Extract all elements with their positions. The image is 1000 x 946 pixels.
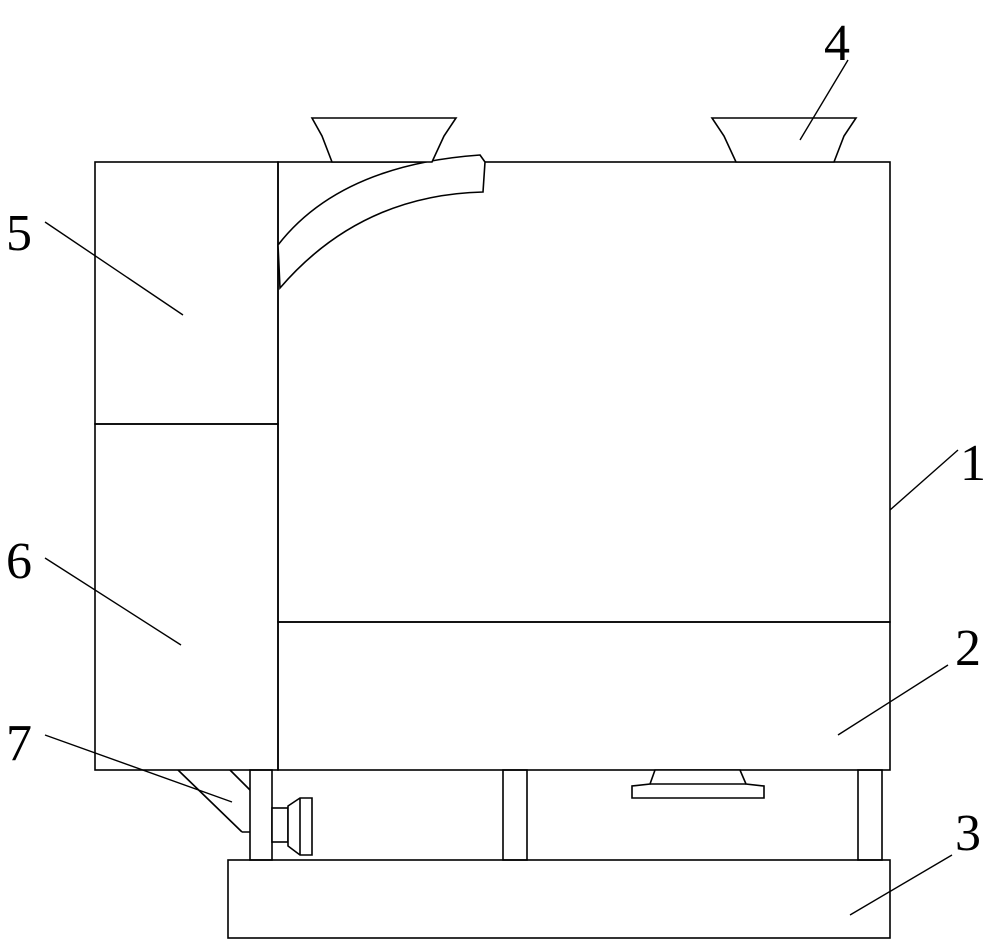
callout-6: 6 [6, 533, 32, 590]
leader-6 [44, 557, 182, 646]
side-lower-box [94, 423, 279, 771]
feed-hopper-left [310, 117, 458, 163]
curved-chute [277, 154, 486, 291]
support-leg-mid [502, 769, 528, 861]
valve-body [271, 807, 289, 843]
callout-3: 3 [955, 805, 981, 862]
leader-3 [849, 854, 953, 916]
support-leg-right [857, 769, 883, 861]
side-upper-box [94, 161, 279, 425]
leader-7 [44, 734, 233, 803]
main-housing [277, 161, 891, 623]
callout-2: 2 [955, 620, 981, 677]
support-bracket [177, 769, 251, 833]
base-plate [227, 859, 891, 939]
support-leg-left [249, 769, 273, 861]
lower-chamber [277, 621, 891, 771]
callout-4: 4 [824, 15, 850, 72]
callout-1: 1 [960, 435, 986, 492]
leader-5 [44, 221, 184, 316]
leader-1 [889, 449, 959, 511]
leader-2 [837, 664, 949, 736]
leader-4 [799, 59, 849, 141]
feed-hopper [710, 117, 858, 163]
callout-5: 5 [6, 205, 32, 262]
callout-7: 7 [6, 715, 32, 772]
